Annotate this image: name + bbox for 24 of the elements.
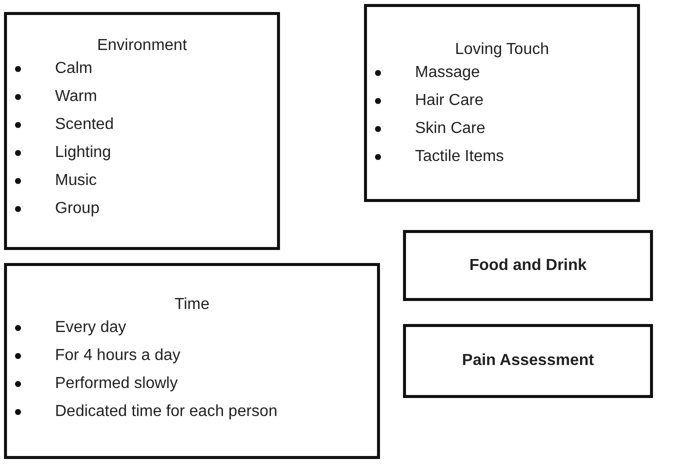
text-box [4,12,280,250]
text-box [403,324,653,398]
list-item: Music [55,171,97,191]
box-title: Food and Drink [469,256,587,274]
list-item: Warm [55,87,98,107]
box-title: Loving Touch [455,41,549,58]
text-box [364,4,640,202]
text-box [403,230,653,301]
text-box [4,263,380,459]
list-item: Dedicated time for each person [55,402,278,422]
list-item: Hair Care [415,91,484,111]
list-item: Skin Care [415,119,486,139]
list-item: Lighting [55,143,112,163]
box-title: Time [174,296,210,313]
box-title: Environment [97,37,187,54]
list-item: Every day [55,318,126,338]
list-item: Massage [415,63,480,83]
box-title: Pain Assessment [462,352,594,370]
list-item: Calm [55,59,92,79]
list-item: Performed slowly [55,374,178,394]
list-item: Scented [55,115,114,135]
list-item: For 4 hours a day [55,346,180,366]
list-item: Tactile Items [415,147,504,167]
list-item: Group [55,199,100,219]
